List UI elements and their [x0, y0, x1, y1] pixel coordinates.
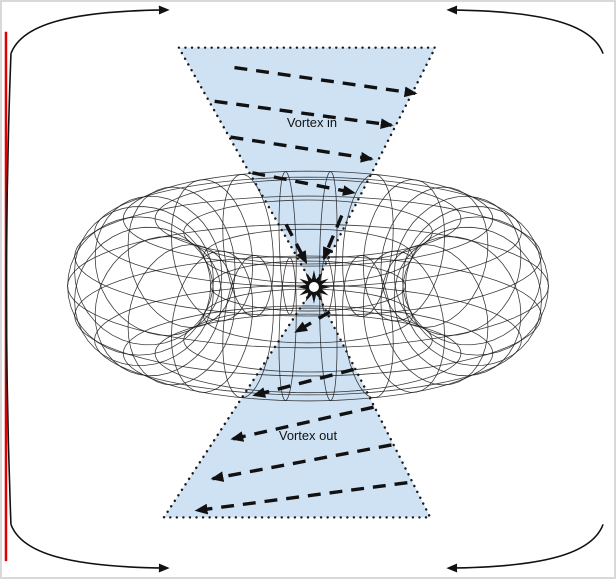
- flow-arrow: [284, 223, 308, 265]
- vortex-out-label: Vortex out: [279, 428, 338, 443]
- vortex-in-cone: [178, 47, 436, 288]
- flow-arrow: [252, 171, 356, 196]
- rotation-arrow-bottom-left: [10, 524, 170, 573]
- flow-arrow: [252, 367, 355, 398]
- rotation-arrow-bottom-right: [446, 524, 604, 573]
- flow-arrow: [194, 480, 408, 515]
- vortex-in-flow-arrows: [214, 65, 418, 265]
- star-core: [308, 282, 319, 292]
- vortex-in-label: Vortex in: [287, 115, 337, 130]
- left-boundary-arc: [5, 53, 12, 525]
- vortex-out-cone-border: [161, 284, 433, 519]
- flow-arrow: [294, 310, 331, 334]
- flow-arrow: [234, 65, 418, 98]
- rotation-arrow-top-right: [446, 5, 604, 54]
- vortex-out-cone: [163, 287, 431, 518]
- rotation-arrow-top-left: [10, 5, 170, 54]
- flow-arrow: [322, 214, 344, 261]
- torus-wireframe: [67, 170, 549, 402]
- flow-arrow: [210, 443, 392, 482]
- flow-arrow: [214, 99, 394, 130]
- flow-arrow: [230, 405, 374, 442]
- vortex-in-cone-border: [176, 46, 438, 290]
- vortex-out-flow-arrows: [194, 310, 408, 515]
- flow-arrow: [230, 135, 374, 163]
